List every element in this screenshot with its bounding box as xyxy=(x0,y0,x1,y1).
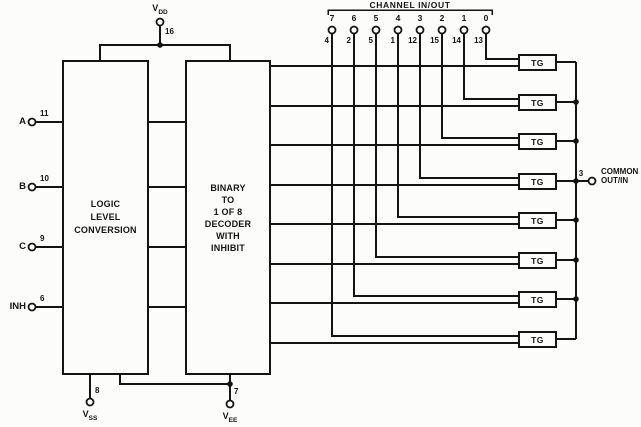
box-text-line: WITH xyxy=(216,230,240,241)
common-pin: 3 xyxy=(578,169,584,178)
terminal-vss xyxy=(85,397,95,407)
channel-number: 6 xyxy=(351,13,357,23)
channel-number: 3 xyxy=(417,13,423,23)
channel-pin-number: 15 xyxy=(430,36,439,45)
wire-channel-7 xyxy=(331,34,518,337)
tg-box: TG xyxy=(518,54,557,71)
junction-dot xyxy=(573,296,579,302)
box-text-line: CONVERSION xyxy=(74,225,137,235)
tg-box: TG xyxy=(518,133,557,150)
tg-box: TG xyxy=(518,252,557,269)
wire-channel-0 xyxy=(485,34,518,60)
terminal-input-inh xyxy=(27,302,37,312)
logic-level-conversion-box: LOGIC LEVEL CONVERSION xyxy=(62,60,149,375)
tg-box: TG xyxy=(518,331,557,348)
wire-channel-1 xyxy=(463,34,518,100)
channel-number: 5 xyxy=(373,13,379,23)
channel-number: 2 xyxy=(439,13,445,23)
vee-label: VEE xyxy=(222,411,238,424)
tg-box: TG xyxy=(518,94,557,111)
channel-pin-number: 5 xyxy=(368,36,373,45)
terminal-channel xyxy=(437,25,447,35)
junction-dot xyxy=(157,42,163,48)
box-text-line: LOGIC xyxy=(90,199,121,209)
channel-number: 0 xyxy=(483,13,489,23)
channel-pin-number: 13 xyxy=(474,36,483,45)
wire-channel-4 xyxy=(397,34,518,218)
terminal-channel xyxy=(459,25,469,35)
wire-channel-2 xyxy=(441,34,518,139)
input-inh-label: INH xyxy=(9,301,26,312)
common-out-label: COMMON OUT/IN xyxy=(601,167,638,185)
input-a-label: A xyxy=(19,116,26,127)
terminal-channel xyxy=(327,25,337,35)
channel-pin-number: 1 xyxy=(390,36,395,45)
vss-pin: 8 xyxy=(95,386,100,395)
channel-number: 7 xyxy=(329,13,335,23)
box-text-line: LEVEL xyxy=(90,212,121,222)
tg-label: TG xyxy=(531,294,544,305)
common-out-label-line1: COMMON xyxy=(601,167,639,176)
input-c-label: C xyxy=(19,241,26,252)
vee-pin: 7 xyxy=(234,387,239,396)
tg-box: TG xyxy=(518,173,557,190)
channel-pin-number: 14 xyxy=(452,36,461,45)
junction-dot xyxy=(573,257,579,263)
tg-box: TG xyxy=(518,212,557,229)
tg-label: TG xyxy=(531,334,544,345)
tg-label: TG xyxy=(531,136,544,147)
terminal-vdd xyxy=(155,17,165,27)
input-c-pin: 9 xyxy=(40,234,45,243)
terminal-channel xyxy=(349,25,359,35)
input-b-pin: 10 xyxy=(40,174,49,183)
common-out-label-line2: OUT/IN xyxy=(601,176,629,185)
tg-label: TG xyxy=(531,215,544,226)
junction-dot xyxy=(573,99,579,105)
terminal-channel xyxy=(393,25,403,35)
wire-vee-link xyxy=(119,375,230,385)
terminal-common xyxy=(587,176,597,186)
box-text-line: DECODER xyxy=(204,218,252,229)
tg-box: TG xyxy=(518,291,557,308)
wire-channel-6 xyxy=(353,34,518,297)
channel-pin-number: 12 xyxy=(408,36,417,45)
channel-number: 4 xyxy=(395,13,401,23)
junction-dot xyxy=(573,178,579,184)
channel-pin-number: 4 xyxy=(324,36,329,45)
wire-channel-3 xyxy=(419,34,518,179)
vss-label: VSS xyxy=(82,409,98,422)
channel-number: 1 xyxy=(461,13,467,23)
tg-label: TG xyxy=(531,97,544,108)
box-text-line: TO xyxy=(221,194,235,205)
tg-label: TG xyxy=(531,176,544,187)
decoder-box: BINARY TO 1 OF 8 DECODER WITH INHIBIT xyxy=(185,60,271,375)
box-text-line: BINARY xyxy=(210,182,246,193)
vdd-label: VDD xyxy=(152,3,168,16)
terminal-input-b xyxy=(27,182,37,192)
terminal-vee xyxy=(225,399,235,409)
junction-dot xyxy=(573,217,579,223)
tg-label: TG xyxy=(531,255,544,266)
input-inh-pin: 6 xyxy=(40,294,45,303)
box-text-line: INHIBIT xyxy=(211,242,245,253)
input-a-pin: 11 xyxy=(40,109,49,118)
input-b-label: B xyxy=(19,181,26,192)
junction-dot xyxy=(227,381,233,387)
terminal-channel xyxy=(371,25,381,35)
terminal-channel xyxy=(415,25,425,35)
terminal-input-c xyxy=(27,242,37,252)
channel-bracket xyxy=(327,9,493,15)
junction-dot xyxy=(573,138,579,144)
terminal-input-a xyxy=(27,117,37,127)
terminal-channel xyxy=(481,25,491,35)
box-text-line: 1 OF 8 xyxy=(213,206,243,217)
wire-vdd-bus xyxy=(99,44,231,60)
channel-inout-label: CHANNEL IN/OUT xyxy=(369,0,451,10)
tg-label: TG xyxy=(531,57,544,68)
wire-channel-5 xyxy=(375,34,518,258)
vdd-pin: 16 xyxy=(165,27,174,36)
channel-pin-number: 2 xyxy=(346,36,351,45)
